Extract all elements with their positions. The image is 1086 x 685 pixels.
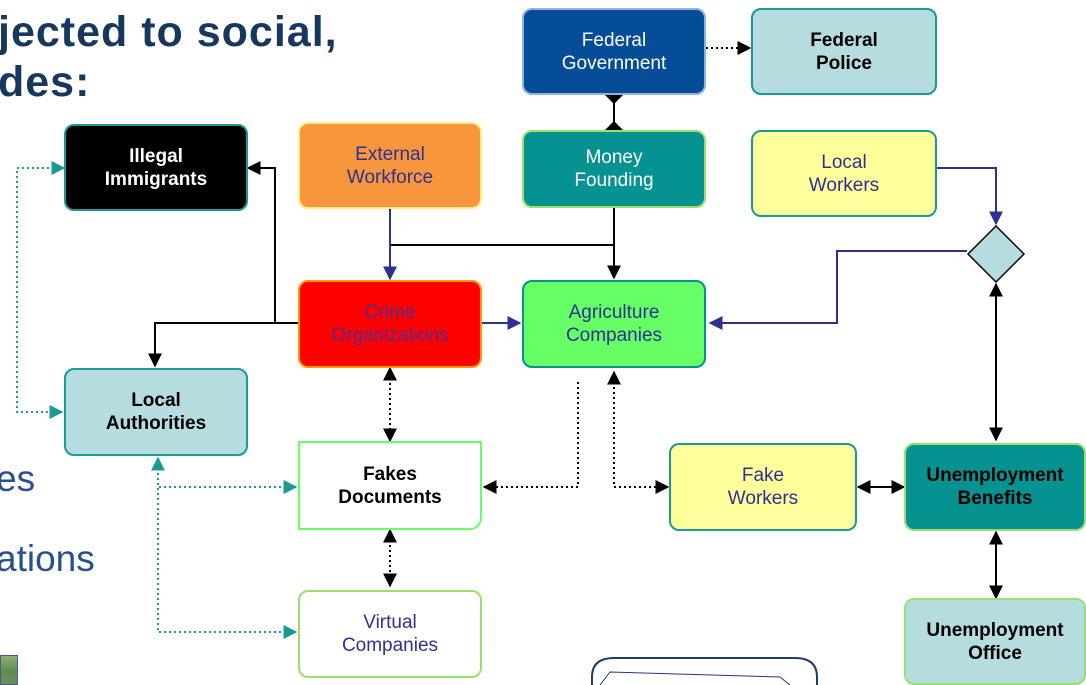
bullet-text-2: ations (0, 538, 95, 579)
node-external-workforce: External Workforce (298, 122, 482, 209)
node-crime-organizations: Crime Organizations (298, 280, 482, 368)
edge-workforce-agriculture (389, 208, 614, 246)
label-virtual-companies: Virtual Companies (341, 612, 439, 656)
node-fakes-documents: Fakes Documents (298, 441, 482, 530)
label-money-founding: Money Founding (574, 147, 654, 191)
edge-authorities-documents (151, 456, 298, 494)
edge-agriculture-fakeworkers (607, 370, 670, 494)
edge-crime-immigrants (246, 161, 276, 323)
partial-shape-inner (599, 671, 791, 685)
node-unemployment-benefits: Unemployment Benefits (904, 443, 1086, 531)
label-fakes-documents: Fakes Documents (338, 463, 442, 508)
partial-shape (591, 657, 818, 685)
node-virtual-companies: Virtual Companies (298, 590, 482, 678)
label-external-workforce: External Workforce (346, 143, 434, 188)
slide-title-line-2: des: (0, 58, 91, 106)
node-local-authorities: Local Authorities (64, 368, 248, 456)
node-agriculture-companies: Agriculture Companies (522, 280, 706, 368)
edge-agriculture-documents (482, 382, 579, 494)
edge-crime-authorities (148, 322, 298, 368)
label-unemployment-benefits: Unemployment Benefits (926, 465, 1064, 509)
node-federal-police: Federal Police (751, 8, 937, 95)
label-agriculture-companies: Agriculture Companies (565, 302, 663, 346)
decision-diamond (966, 224, 1026, 284)
node-federal-government: Federal Government (522, 8, 706, 95)
edge-immigrants-authorities (16, 161, 66, 419)
label-federal-government: Federal Government (561, 29, 667, 74)
label-local-authorities: Local Authorities (105, 390, 207, 434)
node-illegal-immigrants: Illegal Immigrants (64, 124, 248, 211)
label-local-workers: Local Workers (808, 151, 880, 196)
label-fake-workers: Fake Workers (727, 465, 799, 509)
edge-authorities-virtual (157, 468, 298, 639)
node-fake-workers: Fake Workers (669, 443, 857, 531)
node-unemployment-office: Unemployment Office (904, 598, 1086, 685)
edge-localworkers-decision (937, 167, 1003, 226)
label-illegal-immigrants: Illegal Immigrants (104, 145, 208, 190)
label-federal-police: Federal Police (810, 29, 878, 74)
edge-decision-agriculture (708, 250, 967, 330)
label-unemployment-office: Unemployment Office (926, 619, 1064, 664)
node-local-workers: Local Workers (751, 130, 937, 217)
slide-title-line-1: jected to social, (0, 8, 338, 56)
label-crime-organizations: Crime Organizations (331, 302, 449, 346)
node-money-founding: Money Founding (522, 130, 706, 208)
bullet-text-1: es (0, 458, 36, 499)
